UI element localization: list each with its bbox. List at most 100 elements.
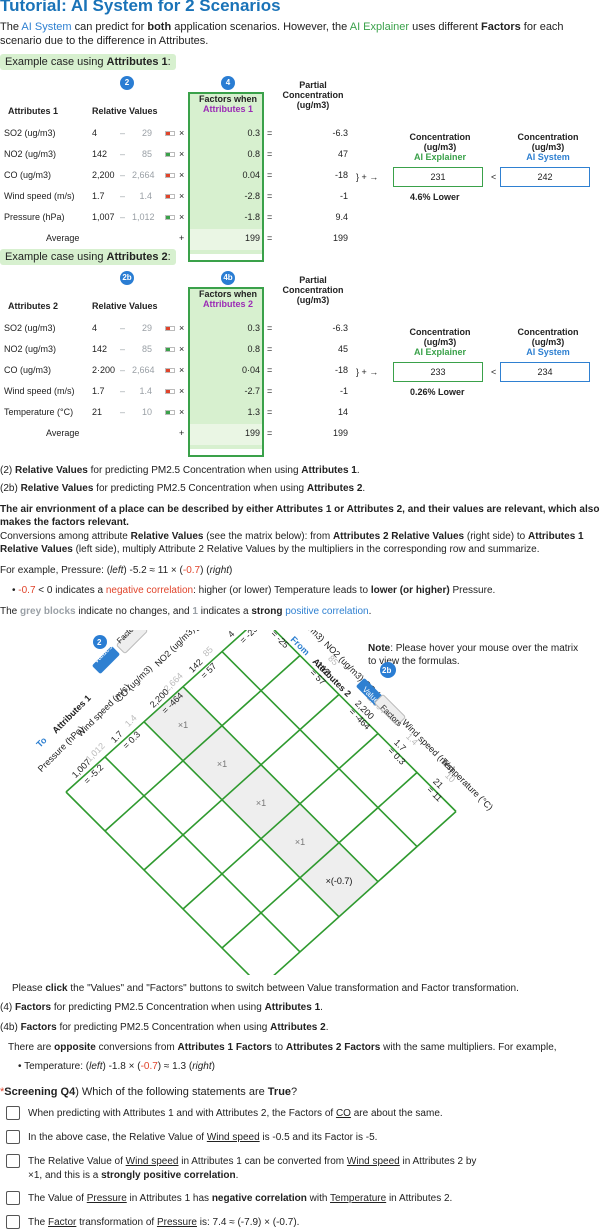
case1-section: Example case using Attributes 1: 2 4 Att… [0,54,608,262]
mini-bar-icon [165,347,175,352]
option-checkbox[interactable] [6,1154,20,1168]
row-dash: – [120,407,126,417]
less-than: < [491,367,497,377]
row-dash: – [120,170,126,180]
row-name: CO (ug/m3) [4,170,52,180]
option-checkbox[interactable] [6,1130,20,1144]
right-equation: = -25 [269,630,291,650]
mini-bar-icon [165,173,175,178]
row-reference: 29 [141,323,152,333]
row-partial: -6.3 [332,323,348,333]
matrix-note: Note: Please hover your mouse over the m… [368,643,579,667]
row-factor: 0.04 [242,170,260,180]
sum-arrow: } + → [356,367,379,377]
row-name: Average [46,233,80,243]
row-equals: = [267,323,273,333]
option-checkbox[interactable] [6,1106,20,1120]
factor-column-bg [188,92,264,254]
conversion-matrix[interactable]: ×1×1×1×1×(-0.7)Pressure (hPa)Wind speed … [0,630,608,975]
row-reference: 1,012 [132,212,155,222]
row-equals: = [267,149,273,159]
option-part: Wind speed [125,1156,179,1167]
row-reference: 2,664 [132,365,155,375]
intro-text: The AI System can predict for both appli… [0,21,564,47]
row-equals: = [267,128,273,138]
row-value: 4 [92,128,98,138]
badge-2-icon [93,635,107,649]
grid-line [182,686,379,883]
row-name: Temperature (°C) [4,407,74,417]
row-dash: – [120,149,126,159]
multiplier-label: ×1 [178,720,188,730]
row-factor: 1.3 [247,407,260,417]
mini-bar-fill [166,327,170,330]
option-checkbox[interactable] [6,1215,20,1229]
row-operator: + [179,233,185,243]
col-partial: Partial Concentration (ug/m3) [282,80,344,110]
page-title: Tutorial: AI System for 2 Scenarios [0,0,281,15]
option-part: Pressure [156,1217,197,1228]
case1-pill: Example case using Attributes 1: [0,54,176,70]
mini-bar-icon [165,368,175,373]
option-checkbox[interactable] [6,1191,20,1205]
conversion-note: Conversions among attribute Relative Val… [0,531,584,555]
table-row: Pressure (hPa)1,007–1,012×-1.8=9.4 [0,208,360,229]
grid-line [182,732,379,910]
average-row: Average+199=199 [0,424,360,445]
note-2: (2) Relative Values for predicting PM2.5… [0,465,360,476]
row-value: 2·200 [92,365,116,375]
row-reference: 1.4 [139,191,152,201]
row-operator: × [179,128,185,138]
row-name: Wind speed (m/s) [4,386,75,396]
bullet-negative: • -0.7 < 0 indicates a negative correlat… [12,585,496,596]
option-part: Temperature [330,1193,387,1204]
to-label: To [34,735,49,750]
values-button-2[interactable] [356,678,384,706]
mini-bar-icon [165,215,175,220]
option-part: strongly positive correlation [101,1170,236,1181]
row-partial: 14 [337,407,348,417]
left-equation: = -25 [238,630,260,645]
factors-button[interactable] [116,630,148,654]
note-2b: (2b) Relative Values for predicting PM2.… [0,483,366,494]
row-factor: 0.8 [247,344,260,354]
option-part: is: 7.4 ≈ (-7.9) × (-0.7). [196,1217,300,1228]
row-factor: 199 [244,428,260,438]
row-name: SO2 (ug/m3) [4,323,56,333]
option-part: in Attributes 2 by ×1, and this is a [28,1156,477,1181]
row-name: NO2 (ug/m3) [4,149,57,159]
click-note: Please click the "Values" and "Factors" … [12,983,519,994]
row-value: 1.7 [92,386,105,396]
row-reference: 1.4 [139,386,152,396]
option-part: is -0.5 and its Factor is -5. [259,1132,378,1143]
badge-2b-icon [380,662,396,678]
example-note: For example, Pressure: (left) -5.2 ≈ 11 … [0,565,233,576]
diff-label: 4.6% Lower [410,192,460,202]
row-partial: 47 [337,149,348,159]
row-equals: = [267,386,273,396]
factors-button-2[interactable] [374,694,406,726]
option-part: Factor [48,1217,77,1228]
mini-bar-fill [166,369,170,372]
system-value: 242 [500,167,590,187]
table-row: Wind speed (m/s)1.7–1.4×-2.7=-1 [0,382,360,403]
row-partial: -1 [339,386,348,396]
mini-bar-fill [166,153,170,156]
option-part: When predicting with Attributes 1 and wi… [28,1108,336,1119]
badge-2b-text: 2b [382,666,391,675]
ai-explainer-term: AI Explainer [349,21,410,33]
factor-column-box [188,287,264,457]
average-factor-bg [190,424,262,445]
mini-bar-icon [165,152,175,157]
option-part: Pressure [86,1193,127,1204]
sys-head: Concentration (ug/m3)AI System [517,132,579,162]
case2-pill: Example case using Attributes 2: [0,249,176,265]
values-button[interactable] [92,646,120,674]
row-name: Average [46,428,80,438]
mini-bar-fill [166,390,170,393]
option-part: in Attributes 1 has [126,1193,212,1204]
row-partial: 199 [332,233,348,243]
row-equals: = [267,428,273,438]
grid-line [65,630,248,793]
col-relative-values: Relative Values [92,106,158,116]
